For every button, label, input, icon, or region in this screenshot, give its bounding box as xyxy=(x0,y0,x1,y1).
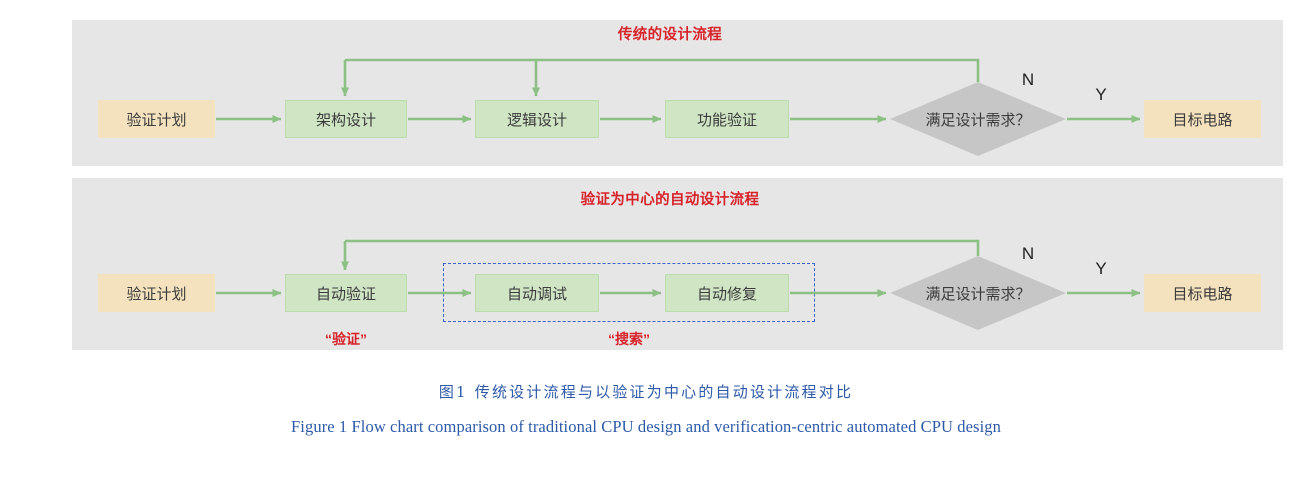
node-decision-traditional-label: 满足设计需求？ xyxy=(925,111,1031,129)
node-target-circuit-automated: 目标电路 xyxy=(1144,274,1261,312)
node-auto-verification: 自动验证 xyxy=(285,274,407,312)
node-decision-automated: 满足设计需求？ xyxy=(890,256,1066,330)
branch-label-no-traditional: N xyxy=(1021,70,1035,89)
panel-traditional-flow xyxy=(72,20,1283,166)
node-verification-plan-traditional: 验证计划 xyxy=(98,100,215,138)
node-decision-traditional: 满足设计需求？ xyxy=(890,82,1066,156)
node-verification-plan-automated: 验证计划 xyxy=(98,274,215,312)
node-decision-automated-label: 满足设计需求？ xyxy=(925,285,1031,303)
node-auto-repair: 自动修复 xyxy=(665,274,789,312)
branch-label-yes-traditional: Y xyxy=(1095,85,1107,104)
annotation-verify: “验证” xyxy=(325,331,367,347)
flow-title-automated: 验证为中心的自动设计流程 xyxy=(580,192,760,208)
figure-caption-english: Figure 1 Flow chart comparison of tradit… xyxy=(291,417,1001,436)
node-logic-design: 逻辑设计 xyxy=(475,100,599,138)
node-function-verification: 功能验证 xyxy=(665,100,789,138)
node-architecture-design: 架构设计 xyxy=(285,100,407,138)
branch-label-no-automated: N xyxy=(1021,244,1035,263)
flow-title-traditional: 传统的设计流程 xyxy=(617,27,723,43)
branch-label-yes-automated: Y xyxy=(1095,259,1107,278)
annotation-search: “搜索” xyxy=(608,331,650,347)
figure-caption-chinese: 图1 传统设计流程与以验证为中心的自动设计流程对比 xyxy=(438,383,854,401)
node-auto-debug: 自动调试 xyxy=(475,274,599,312)
node-target-circuit-traditional: 目标电路 xyxy=(1144,100,1261,138)
